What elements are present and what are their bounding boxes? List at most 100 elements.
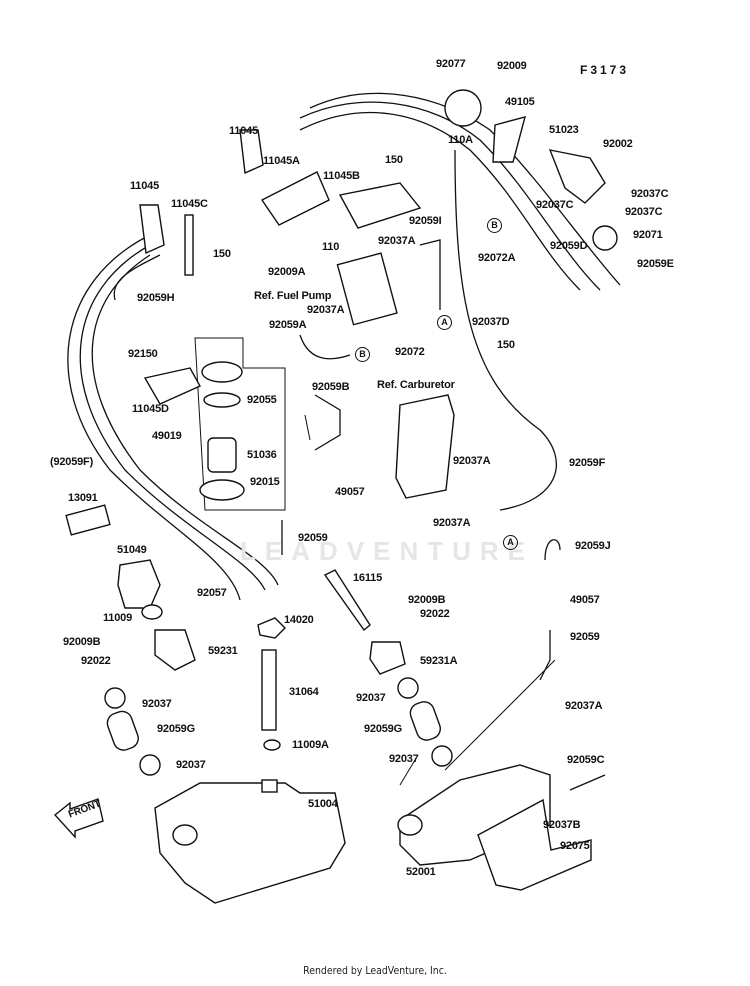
grommet-13091 — [65, 504, 111, 536]
bracket-49105 — [492, 116, 526, 163]
part-label: 92037A — [378, 235, 416, 247]
bracket-11045A — [260, 171, 330, 226]
part-label: 92037A — [565, 700, 603, 712]
fuel-line-left-1 — [67, 234, 241, 601]
part-label: 92150 — [128, 348, 158, 360]
part-label: 92037 — [142, 698, 172, 710]
part-label: 51049 — [117, 544, 147, 556]
part-label: 92059G — [364, 723, 402, 735]
part-label: 51036 — [247, 449, 277, 461]
part-label: 92015 — [250, 476, 280, 488]
part-label: 150 — [213, 248, 231, 260]
hose-92059G-right — [409, 701, 441, 741]
fuel-tank-51004 — [154, 782, 346, 904]
hose-92059J — [544, 539, 561, 561]
part-label: 13091 — [68, 492, 98, 504]
cap-92071 — [592, 225, 618, 251]
part-label: 92059 — [298, 532, 328, 544]
part-label: 92037A — [307, 304, 345, 316]
cover-92077 — [444, 89, 482, 127]
part-label: 92022 — [81, 655, 111, 667]
front-arrow-shape — [53, 798, 104, 839]
part-label: 51023 — [549, 124, 579, 136]
bracket-11045D — [143, 367, 201, 405]
strip-11045C — [184, 214, 194, 276]
part-label: 150 — [497, 339, 515, 351]
hose-92059I — [419, 239, 441, 310]
connector-a-bottom: A — [503, 535, 518, 550]
part-label: 49057 — [570, 594, 600, 606]
part-label: 11045 — [229, 125, 258, 137]
sender-31064 — [261, 649, 277, 731]
figure-id: F3173 — [580, 63, 630, 77]
fuel-line-upper-3 — [309, 92, 621, 286]
connector-b-top: B — [487, 218, 502, 233]
part-label: 49019 — [152, 430, 182, 442]
connector-a-top: A — [437, 315, 452, 330]
part-label: 92077 — [436, 58, 466, 70]
filler-cap-51049 — [117, 559, 161, 609]
part-label: 92059D — [550, 240, 588, 252]
fuel-valve-51023 — [548, 149, 606, 204]
part-label: 92037A — [453, 455, 491, 467]
clamp-92037-left-1 — [104, 687, 126, 709]
hose-92059H — [113, 254, 161, 301]
fuel-pump — [336, 252, 398, 326]
part-label: 92037C — [631, 188, 669, 200]
part-label: 59231 — [208, 645, 238, 657]
clamp-92037-right-2 — [431, 745, 453, 767]
part-label: 11009A — [292, 739, 329, 751]
fitting-59231A — [369, 641, 406, 675]
part-label: 150 — [385, 154, 403, 166]
part-label: 92059I — [409, 215, 442, 227]
tank-filler-neck — [261, 779, 278, 793]
part-label: 92059A — [269, 319, 307, 331]
hose-92059G-left — [106, 710, 139, 751]
bracket-11045B — [338, 182, 422, 229]
part-label: 16115 — [353, 572, 382, 584]
reservoir-outlet — [397, 814, 423, 836]
part-label: 52001 — [406, 866, 436, 878]
o-ring-92055 — [203, 392, 241, 408]
bowl-92015 — [199, 479, 245, 501]
part-label: 11045 — [130, 180, 159, 192]
clamp-92037-left-2 — [139, 754, 161, 776]
part-label: 49057 — [335, 486, 365, 498]
part-label: 92037C — [625, 206, 663, 218]
leader-lines — [304, 414, 556, 786]
part-label: 49105 — [505, 96, 535, 108]
hose-92059C — [569, 774, 606, 791]
part-label: 14020 — [284, 614, 314, 626]
part-label: 92059J — [575, 540, 611, 552]
fuel-line-left-2 — [79, 244, 266, 591]
part-label: 31064 — [289, 686, 319, 698]
part-label: 92059F — [569, 457, 606, 469]
filter-element-51036 — [207, 437, 237, 473]
part-label: 11045D — [132, 403, 169, 415]
part-label: 92037C — [536, 199, 574, 211]
fuel-line-upper — [299, 112, 581, 291]
part-label: 92075 — [560, 840, 590, 852]
part-label: 92002 — [603, 138, 633, 150]
part-label: 59231A — [420, 655, 458, 667]
part-label: 92009 — [497, 60, 527, 72]
part-label: 92059B — [312, 381, 350, 393]
part-label: 92072A — [478, 252, 516, 264]
clamp-11045-left — [139, 204, 165, 255]
part-label: (92059F) — [50, 456, 94, 468]
part-16115 — [323, 569, 371, 632]
fuel-line-left-3 — [91, 254, 279, 586]
watermark: LEADVENTURE — [240, 536, 535, 566]
part-label: 92037B — [543, 819, 581, 831]
part-label: 92059H — [137, 292, 175, 304]
part-label: 110 — [322, 241, 340, 253]
part-label: 11045C — [171, 198, 208, 210]
part-label: 51004 — [308, 798, 338, 810]
part-label: 92037 — [389, 753, 419, 765]
fuel-line-92059F — [454, 149, 557, 511]
part-label: 92037 — [356, 692, 386, 704]
part-label: 92055 — [247, 394, 277, 406]
clamp-92037-right-1 — [397, 677, 419, 699]
footer-credit: Rendered by LeadVenture, Inc. — [303, 964, 447, 977]
